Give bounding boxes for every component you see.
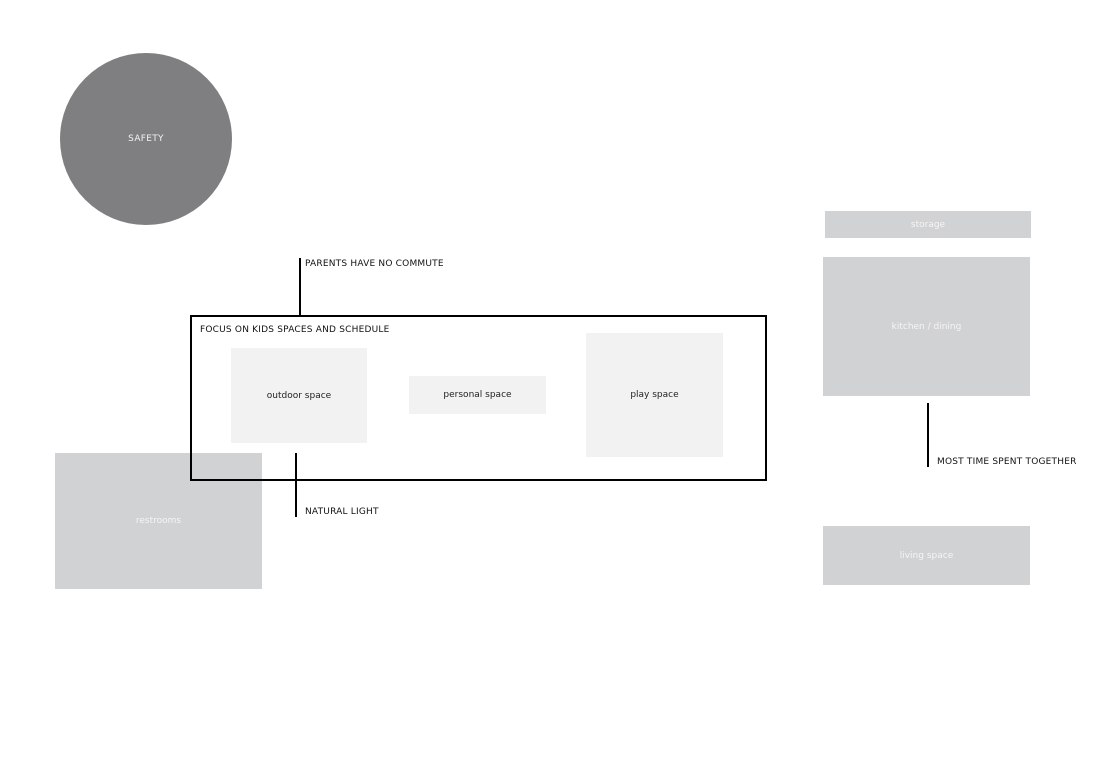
play-space-block: play space bbox=[586, 333, 723, 457]
safety-circle: SAFETY bbox=[60, 53, 232, 225]
natural-light-leader-line bbox=[295, 453, 297, 517]
living-space-label: living space bbox=[899, 550, 954, 561]
safety-label: SAFETY bbox=[128, 134, 164, 144]
outdoor-space-label: outdoor space bbox=[266, 390, 332, 401]
natural-light-label: NATURAL LIGHT bbox=[305, 507, 379, 517]
storage-block: storage bbox=[825, 211, 1031, 238]
kitchen-dining-label: kitchen / dining bbox=[891, 321, 962, 332]
parents-commute-leader-line bbox=[299, 258, 301, 317]
focus-kids-label: FOCUS ON KIDS SPACES AND SCHEDULE bbox=[200, 325, 390, 335]
most-time-together-label: MOST TIME SPENT TOGETHER bbox=[937, 457, 1077, 467]
restrooms-block: restrooms bbox=[55, 453, 262, 589]
storage-label: storage bbox=[910, 219, 946, 230]
restrooms-label: restrooms bbox=[135, 516, 182, 526]
kitchen-dining-block: kitchen / dining bbox=[823, 257, 1030, 396]
play-space-label: play space bbox=[630, 390, 679, 400]
personal-space-label: personal space bbox=[443, 390, 512, 400]
living-space-block: living space bbox=[823, 526, 1030, 585]
kids-focus-frame bbox=[190, 315, 767, 481]
most-time-leader-line bbox=[927, 403, 929, 467]
parents-commute-label: PARENTS HAVE NO COMMUTE bbox=[305, 259, 444, 269]
outdoor-space-block: outdoor space bbox=[231, 348, 367, 443]
personal-space-block: personal space bbox=[409, 376, 546, 414]
